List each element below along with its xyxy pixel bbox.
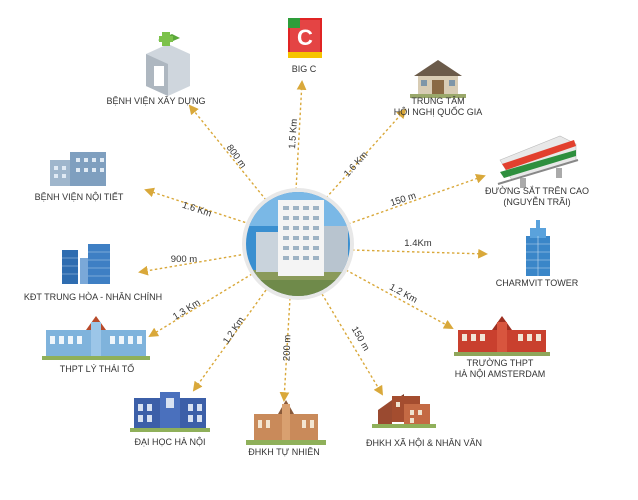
arrow-truong-amsterdam	[345, 269, 454, 329]
location-label-dhkh-tu-nhien: ĐHKH TỰ NHIÊN	[248, 447, 320, 457]
location-sublabel-duong-sat: (NGUYỄN TRÃI)	[503, 196, 570, 207]
hospital-building-icon	[50, 152, 106, 186]
big-c-logo: C	[288, 18, 322, 58]
distance-label-dhkh-tu-nhien: 200 m	[282, 334, 294, 361]
hospital-cross-icon	[146, 32, 190, 96]
distance-label-thpt-ly-thai-to: 1.3 Km	[171, 297, 202, 322]
location-label-truong-amsterdam: TRƯỜNG THPT	[467, 358, 534, 368]
school-blue-icon	[42, 316, 150, 360]
location-label-kdt-trung-hoa: KĐT TRUNG HÒA - NHÂN CHÍNH	[24, 292, 162, 302]
distance-label-duong-sat: 150 m	[389, 190, 418, 209]
location-label-benh-vien-xay-dung: BỆNH VIỆN XÂY DỰNG	[106, 96, 205, 106]
location-label-charmvit: CHARMVIT TOWER	[496, 278, 579, 288]
university-blue-icon	[130, 392, 210, 432]
location-label-dai-hoc-ha-noi: ĐẠI HỌC HÀ NỘI	[134, 437, 205, 447]
distance-label-truong-amsterdam: 1.2 Km	[387, 282, 419, 306]
arrow-charmvit	[351, 248, 488, 259]
location-label-benh-vien-noi-tiet: BỆNH VIỆN NỘI TIẾT	[35, 192, 124, 202]
arrow-benh-vien-noi-tiet	[144, 187, 251, 225]
distance-label-kdt-trung-hoa: 900 m	[171, 254, 197, 265]
location-sublabel-trung-tam-hoi-nghi: HỘI NGHỊ QUỐC GIA	[394, 106, 483, 117]
arrow-big-c	[295, 80, 307, 191]
university-classic-icon	[246, 400, 326, 445]
distance-label-dai-hoc-ha-noi: 1.2 Km	[221, 315, 247, 346]
hub-project-building	[242, 188, 354, 300]
conference-center-icon	[410, 60, 466, 98]
location-label-trung-tam-hoi-nghi: TRUNG TÂM	[411, 96, 464, 106]
connector-arrows	[138, 80, 488, 402]
location-label-dhkh-xa-hoi: ĐHKH XÃ HỘI & NHÂN VĂN	[366, 438, 482, 448]
university-brick-icon	[372, 394, 436, 428]
urban-towers-icon	[62, 244, 110, 284]
location-label-duong-sat: ĐƯỜNG SẮT TRÊN CAO	[485, 186, 589, 196]
school-red-icon	[454, 316, 550, 356]
svg-text:C: C	[297, 25, 313, 50]
tower-icon	[526, 220, 550, 276]
location-label-thpt-ly-thai-to: THPT LÝ THÁI TỔ	[60, 363, 135, 374]
distance-label-big-c: 1.5 Km	[287, 118, 300, 149]
distance-label-trung-tam-hoi-nghi: 1.6 Km	[342, 149, 370, 179]
distance-label-dhkh-xa-hoi: 150 m	[349, 325, 372, 353]
arrow-duong-sat	[347, 173, 486, 225]
metro-train-icon	[497, 135, 579, 188]
distance-label-benh-vien-xay-dung: 800 m	[224, 143, 248, 171]
arrow-benh-vien-xay-dung	[188, 104, 267, 201]
distance-label-charmvit: 1.4Km	[404, 238, 432, 249]
arrow-dhkh-xa-hoi	[321, 293, 384, 396]
location-sublabel-truong-amsterdam: HÀ NỘI AMSTERDAM	[455, 369, 546, 379]
arrow-dai-hoc-ha-noi	[192, 289, 267, 392]
location-label-big-c: BIG C	[292, 64, 317, 74]
arrow-dhkh-tu-nhien	[279, 297, 291, 402]
distance-label-benh-vien-noi-tiet: 1.6 Km	[181, 200, 213, 220]
